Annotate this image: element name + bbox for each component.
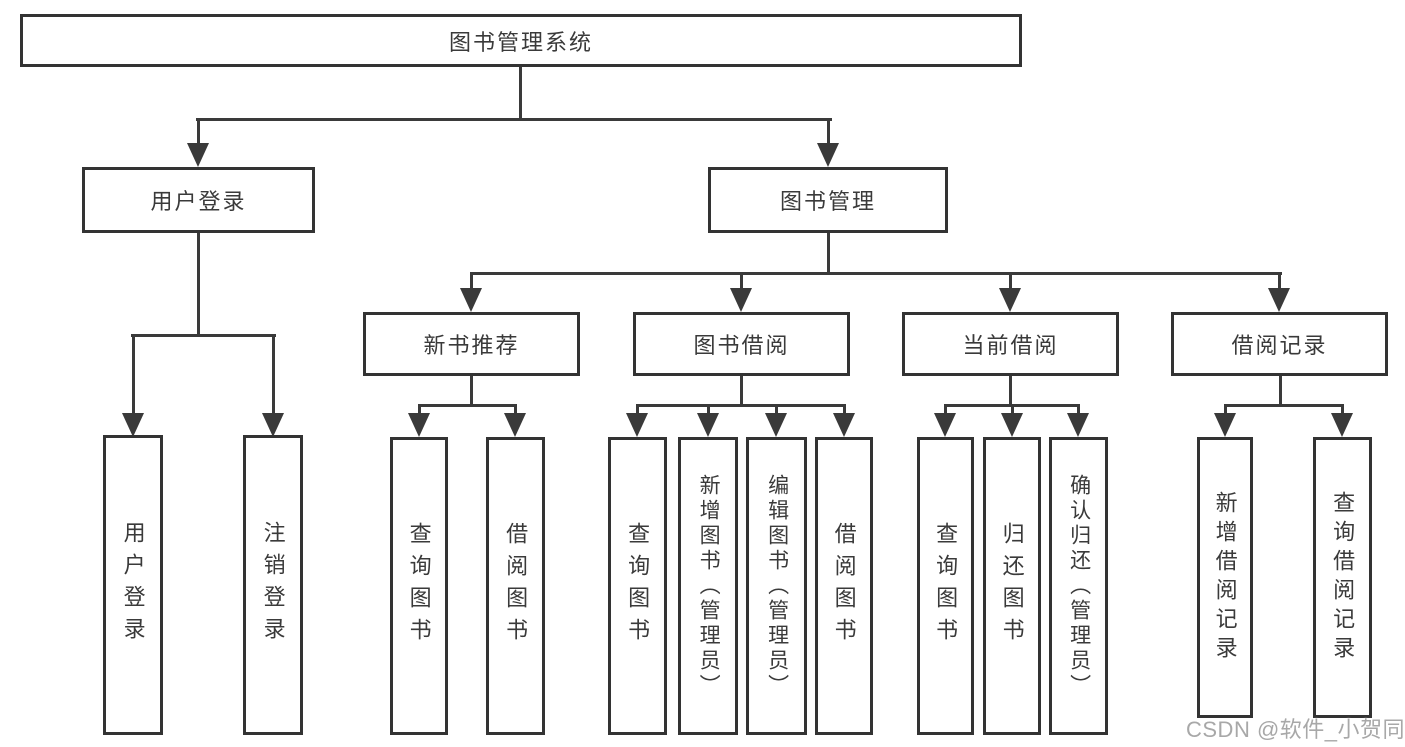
arrow-down-icon (817, 143, 839, 167)
connector-line (636, 404, 639, 415)
connector-line (740, 272, 743, 290)
node-book-borrow: 图书借阅 (633, 312, 850, 376)
leaf-logout-login: 注销登录 (243, 435, 303, 735)
node-book-management: 图书管理 (708, 167, 948, 233)
leaf-edit-book-admin: 编辑图书（管理员） (746, 437, 807, 735)
leaf-query-book: 查询图书 (390, 437, 448, 735)
node-new-book-recommend: 新书推荐 (363, 312, 580, 376)
connector-line (1077, 404, 1080, 415)
connector-line (272, 334, 275, 415)
leaf-label: 用户登录 (120, 521, 146, 649)
connector-line (944, 404, 947, 415)
connector-line (707, 404, 710, 415)
leaf-label: 新增图书（管理员） (697, 473, 721, 699)
arrow-down-icon (1067, 413, 1089, 437)
arrow-down-icon (999, 288, 1021, 312)
arrow-down-icon (934, 413, 956, 437)
leaf-label: 借阅图书 (503, 522, 529, 650)
connector-line (636, 404, 846, 407)
leaf-label: 查询图书 (933, 522, 959, 650)
connector-line (1009, 272, 1012, 290)
connector-line (470, 272, 1282, 275)
leaf-query-book: 查询图书 (608, 437, 667, 735)
node-user-login: 用户登录 (82, 167, 315, 233)
connector-line (132, 334, 135, 415)
leaf-return-book: 归还图书 (983, 437, 1041, 735)
leaf-add-borrow-record: 新增借阅记录 (1197, 437, 1253, 718)
connector-line (827, 233, 830, 274)
connector-line (1011, 404, 1014, 415)
connector-line (418, 404, 421, 415)
arrow-down-icon (697, 413, 719, 437)
leaf-label: 借阅图书 (831, 522, 857, 650)
connector-line (470, 272, 473, 290)
leaf-label: 新增借阅记录 (1212, 490, 1238, 665)
connector-line (1279, 375, 1282, 406)
arrow-down-icon (504, 413, 526, 437)
leaf-query-borrow-record: 查询借阅记录 (1313, 437, 1372, 718)
leaf-label: 注销登录 (260, 521, 286, 649)
connector-line (197, 118, 200, 145)
connector-line (827, 118, 830, 145)
connector-line (1341, 404, 1344, 415)
connector-line (131, 334, 276, 337)
leaf-label: 确认归还（管理员） (1067, 473, 1091, 699)
leaf-label: 查询图书 (406, 522, 432, 650)
leaf-label: 归还图书 (999, 522, 1025, 650)
connector-line (775, 404, 778, 415)
node-current-borrow: 当前借阅 (902, 312, 1119, 376)
connector-line (418, 404, 517, 407)
leaf-label: 编辑图书（管理员） (765, 473, 789, 699)
leaf-add-book-admin: 新增图书（管理员） (678, 437, 738, 735)
arrow-down-icon (1214, 413, 1236, 437)
arrow-down-icon (765, 413, 787, 437)
connector-line (519, 66, 522, 120)
arrow-down-icon (460, 288, 482, 312)
connector-line (196, 118, 832, 121)
arrow-down-icon (1001, 413, 1023, 437)
arrow-down-icon (122, 413, 144, 437)
watermark: CSDN @软件_小贺同学 (1186, 717, 1405, 742)
arrow-down-icon (626, 413, 648, 437)
leaf-label: 查询借阅记录 (1330, 490, 1356, 665)
node-borrow-records: 借阅记录 (1171, 312, 1388, 376)
arrow-down-icon (1268, 288, 1290, 312)
leaf-borrow-book: 借阅图书 (486, 437, 545, 735)
arrow-down-icon (187, 143, 209, 167)
connector-line (197, 233, 200, 336)
node-library-system: 图书管理系统 (20, 14, 1022, 67)
connector-line (843, 404, 846, 415)
leaf-label: 查询图书 (625, 522, 651, 650)
leaf-confirm-return-admin: 确认归还（管理员） (1049, 437, 1108, 735)
connector-line (1224, 404, 1344, 407)
leaf-borrow-book: 借阅图书 (815, 437, 873, 735)
connector-line (1224, 404, 1227, 415)
connector-line (514, 404, 517, 415)
connector-line (470, 375, 473, 406)
arrow-down-icon (833, 413, 855, 437)
leaf-query-book: 查询图书 (917, 437, 974, 735)
connector-line (740, 375, 743, 406)
arrow-down-icon (408, 413, 430, 437)
arrow-down-icon (730, 288, 752, 312)
connector-line (1278, 272, 1281, 290)
arrow-down-icon (1331, 413, 1353, 437)
arrow-down-icon (262, 413, 284, 437)
leaf-user-login: 用户登录 (103, 435, 163, 735)
connector-line (1009, 375, 1012, 406)
